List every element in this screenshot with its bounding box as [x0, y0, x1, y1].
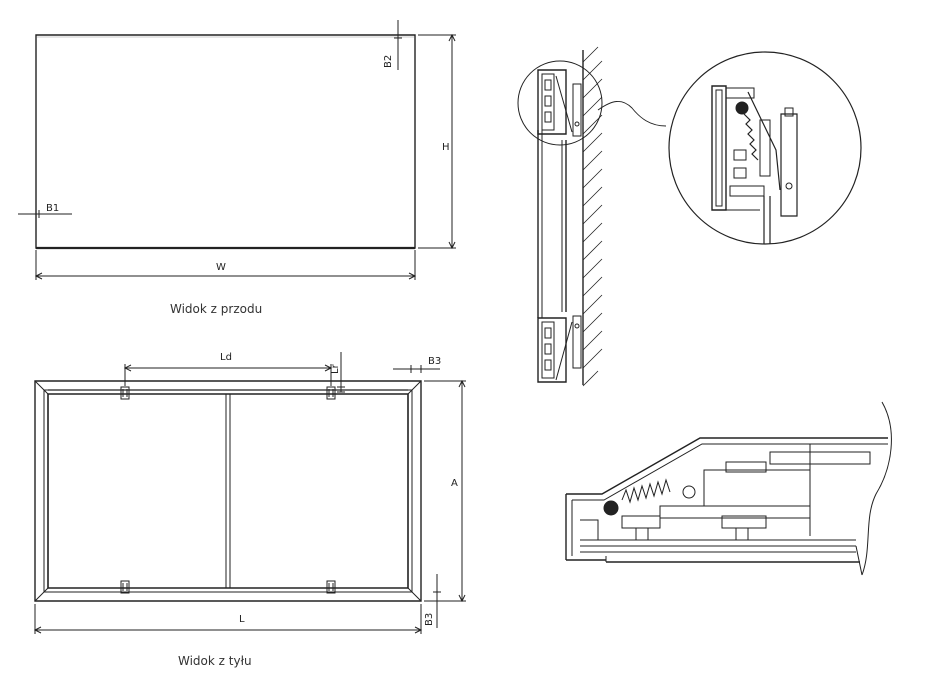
back-view: [35, 352, 466, 634]
side-section: [518, 47, 666, 386]
dimension-b3-top-label: B3: [428, 356, 442, 367]
front-view-caption: Widok z przodu: [170, 302, 263, 316]
dimension-w-label: W: [216, 262, 226, 273]
dimension-b2: [394, 20, 402, 70]
roller-icon: [736, 102, 748, 114]
dimension-l-label: L: [239, 614, 245, 625]
hanger-brackets: [121, 387, 335, 593]
cut-break-line: [862, 402, 891, 575]
dimension-lr: [337, 352, 345, 392]
dimension-l: [35, 604, 421, 634]
detail-top: [669, 52, 861, 244]
dimension-ld: [125, 364, 331, 386]
detail-bottom: [566, 402, 891, 575]
hook-icon: [683, 486, 695, 498]
dimension-h-label: H: [442, 142, 450, 153]
wall-hatching: [583, 47, 602, 386]
detail-callout-circle: [518, 61, 602, 145]
detail-circle: [669, 52, 861, 244]
back-frame-inner: [44, 390, 412, 592]
back-frame-outer: [35, 381, 421, 601]
dimension-b3-bottom: [433, 574, 441, 628]
roller-icon: [604, 501, 618, 515]
dimension-h: [418, 35, 456, 248]
front-panel-outline: [36, 35, 415, 248]
dimension-b1-label: B1: [46, 203, 60, 214]
dimension-b2-label: B2: [383, 54, 394, 68]
dimension-ld-label: Ld: [220, 352, 232, 363]
dimension-b3-top: [393, 365, 440, 373]
back-view-caption: Widok z tyłu: [178, 654, 252, 668]
screw-icon: [786, 183, 792, 189]
dimension-b1: [18, 210, 72, 218]
dimension-b3-bottom-label: B3: [424, 612, 435, 626]
dimension-w: [36, 250, 415, 280]
dimension-lr-label: Lr: [330, 364, 341, 374]
front-view: [18, 20, 456, 280]
dimension-a: [424, 381, 466, 601]
dimension-a-label: A: [451, 478, 458, 489]
